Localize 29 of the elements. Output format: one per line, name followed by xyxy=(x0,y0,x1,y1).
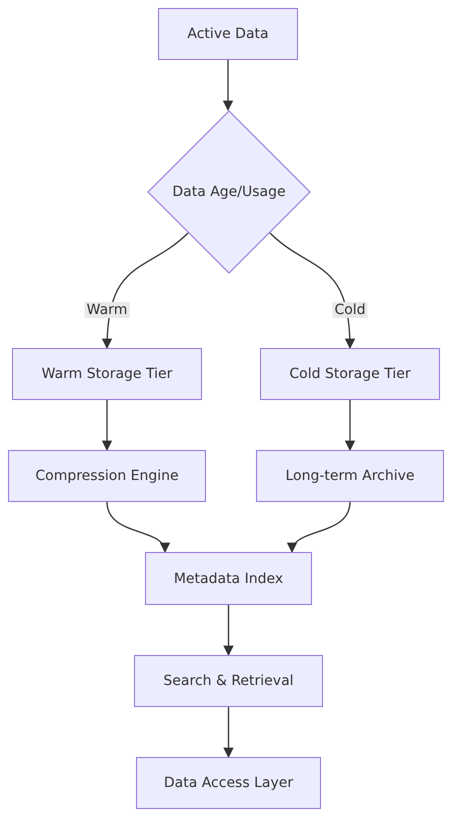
arrow xyxy=(344,400,356,452)
arrow xyxy=(223,605,234,656)
node-label: Long-term Archive xyxy=(285,468,414,484)
node-label: Cold Storage Tier xyxy=(289,366,411,382)
node-label: Search & Retrieval xyxy=(163,673,294,689)
node-label: Active Data xyxy=(187,26,269,42)
process-box xyxy=(158,8,298,60)
process-box xyxy=(8,450,206,502)
decision-diamond xyxy=(147,110,311,274)
arrow xyxy=(106,502,168,554)
node-label: Metadata Index xyxy=(174,570,284,586)
arrow xyxy=(223,707,234,758)
process-box xyxy=(260,348,440,400)
node-label: Data Access Layer xyxy=(164,775,294,791)
edge-label: Cold xyxy=(332,302,368,318)
arrow xyxy=(102,400,112,452)
arrow xyxy=(102,232,188,350)
process-box xyxy=(134,655,323,707)
node-label: Warm Storage Tier xyxy=(42,366,172,382)
process-box xyxy=(145,552,312,605)
arrow xyxy=(288,502,351,554)
node-label: Compression Engine xyxy=(35,468,179,484)
process-box xyxy=(12,348,202,400)
arrow xyxy=(270,232,355,350)
process-box xyxy=(136,757,321,809)
edge-label: Warm xyxy=(84,302,130,318)
arrow xyxy=(222,60,234,112)
process-box xyxy=(256,450,444,502)
node-label: Data Age/Usage xyxy=(172,184,286,200)
